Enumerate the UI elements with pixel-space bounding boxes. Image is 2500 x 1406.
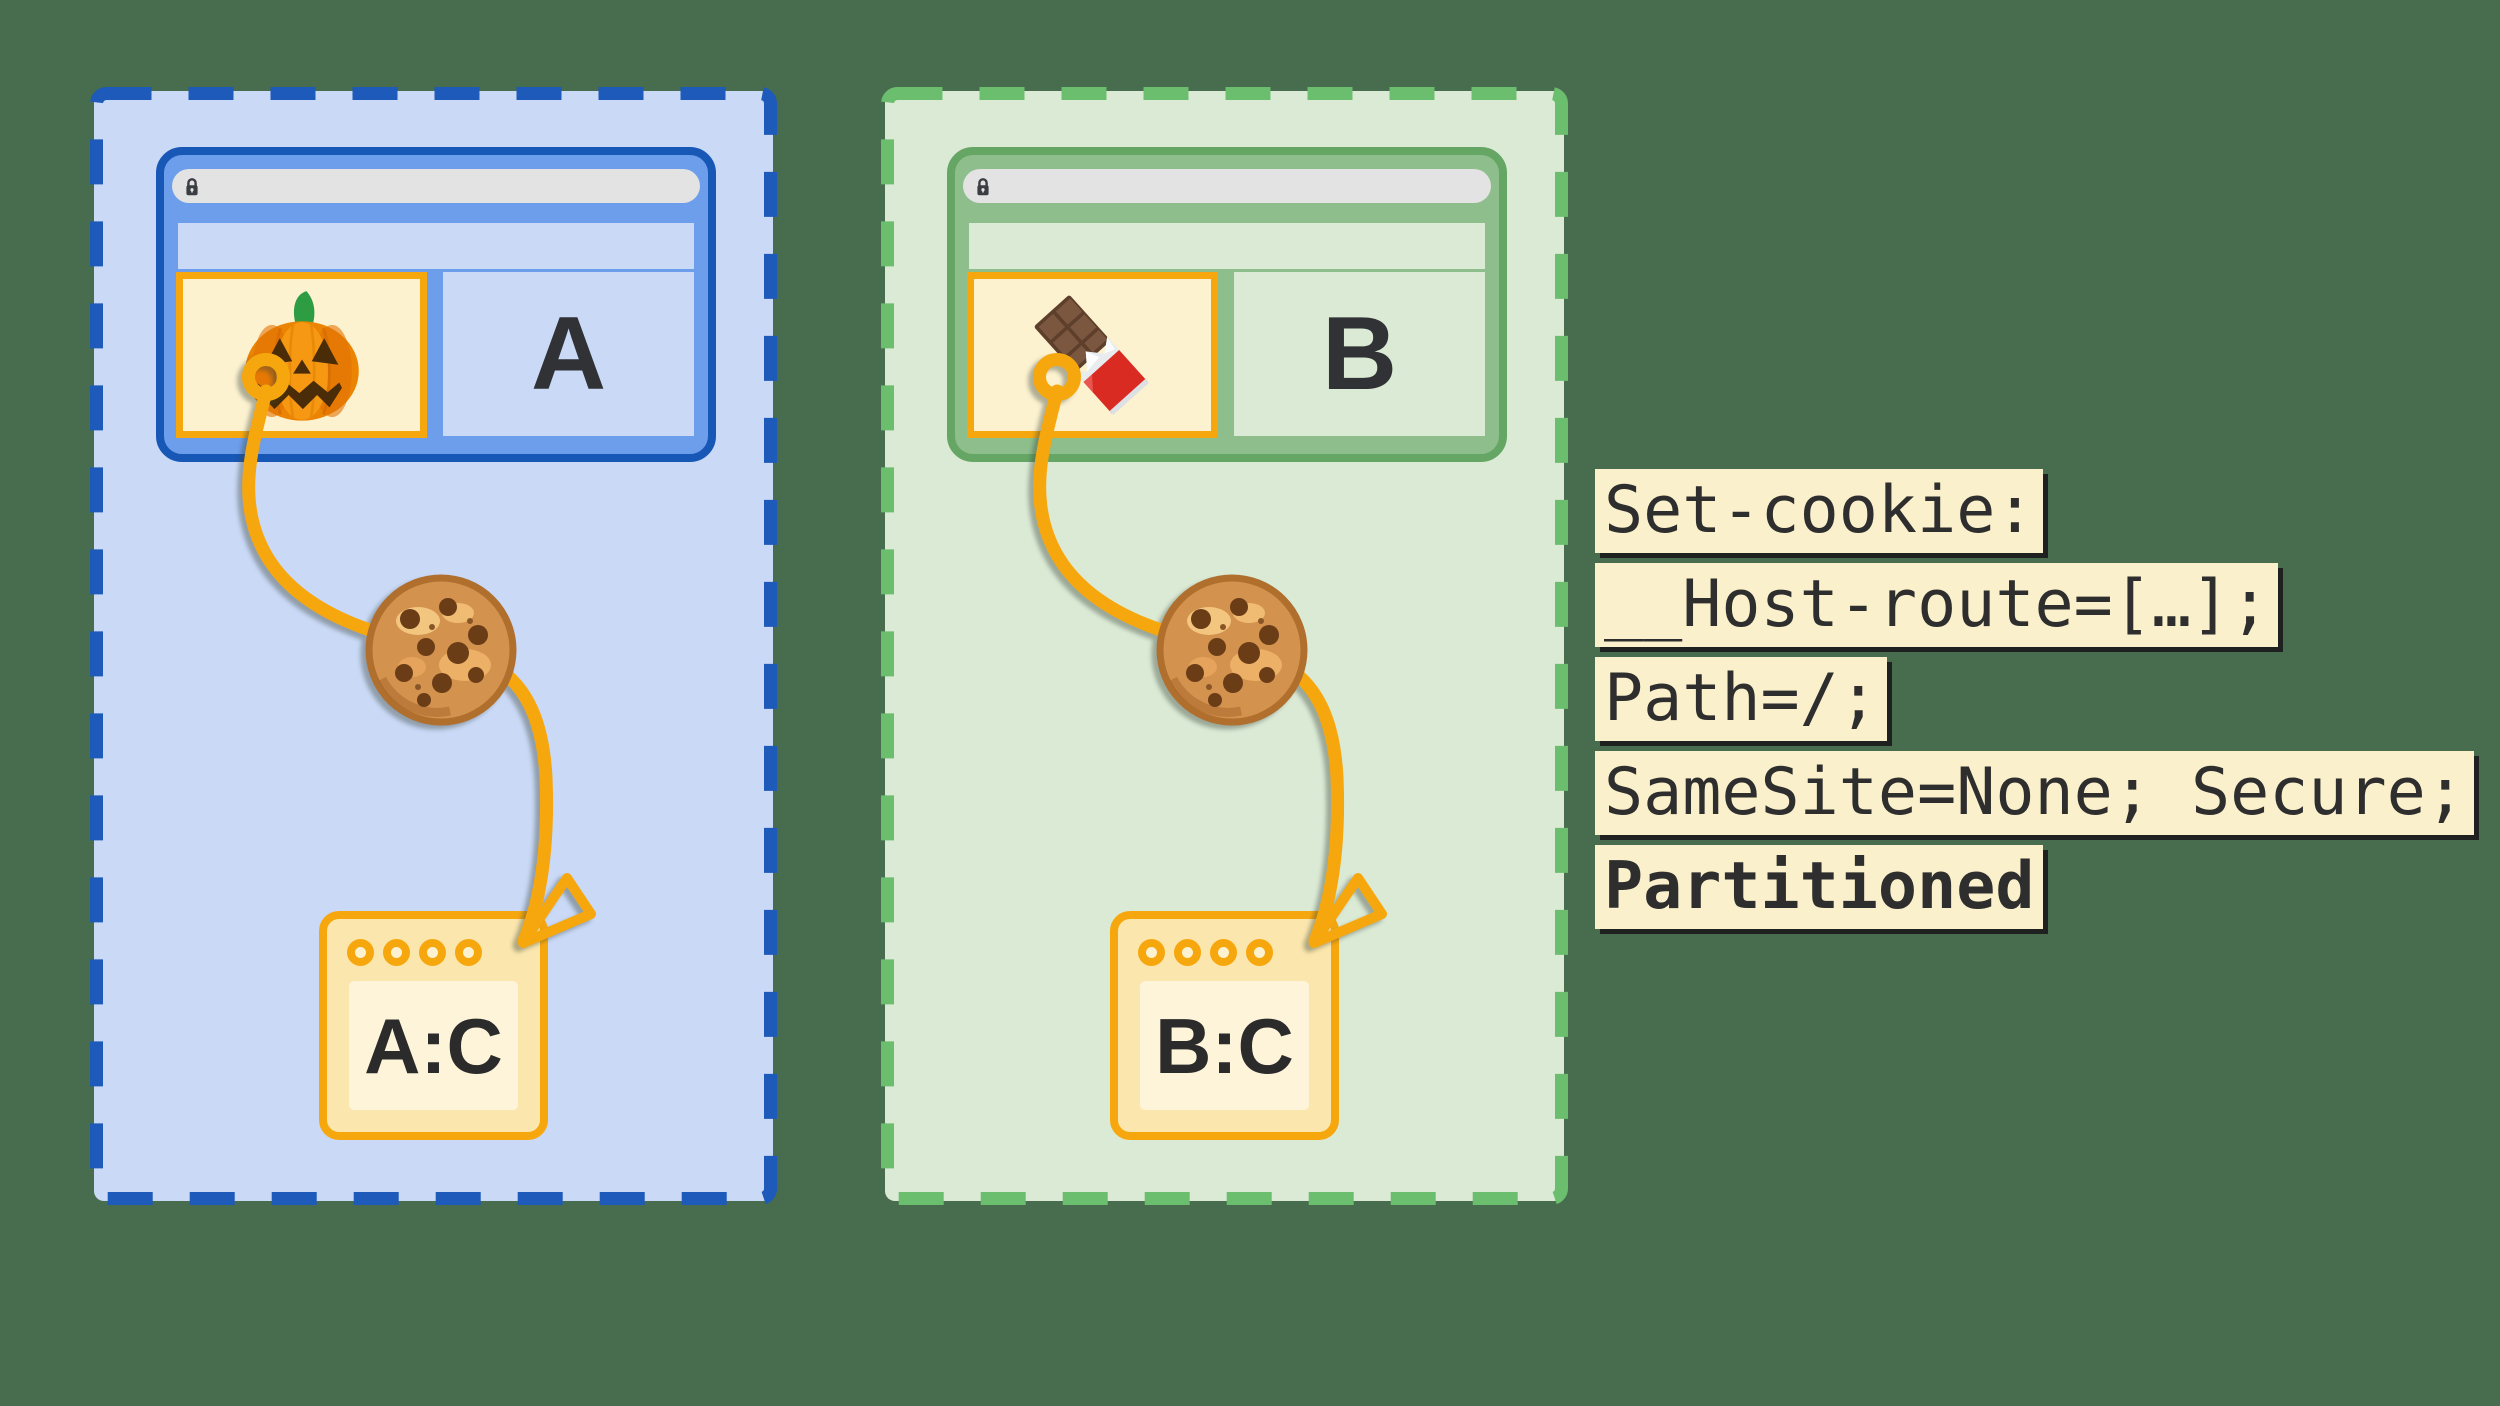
address-bar (172, 169, 700, 203)
code-line: Path=/; (1595, 657, 1887, 741)
site-letter-b: B (1321, 296, 1398, 412)
pumpkin-icon (231, 284, 373, 426)
code-line: Partitioned (1595, 845, 2044, 929)
jar-panel: A:C (349, 981, 518, 1110)
jar-dots (347, 939, 482, 966)
lock-icon (184, 176, 200, 197)
page-content-placeholder (969, 223, 1485, 269)
page-content-placeholder (178, 223, 694, 269)
jar-dot-icon (419, 939, 446, 966)
site-label-box-a: A (443, 272, 694, 436)
jar-dot-icon (1138, 939, 1165, 966)
embedded-iframe-a (176, 272, 427, 438)
lock-icon (975, 176, 991, 197)
jar-dot-icon (1246, 939, 1273, 966)
site-letter-a: A (530, 296, 607, 412)
page-body-row: B (967, 272, 1499, 438)
code-text: Path=/; (1604, 661, 1878, 736)
cookie-jar-b: B:C (1110, 911, 1339, 1140)
code-text: SameSite=None; Secure; (1604, 755, 2465, 830)
site-label-box-b: B (1234, 272, 1485, 436)
jar-panel: B:C (1140, 981, 1309, 1110)
code-text: Partitioned (1604, 849, 2035, 924)
address-bar (963, 169, 1491, 203)
partition-a-dashed-border (90, 87, 777, 1205)
code-line: Set-cookie: (1595, 469, 2044, 553)
jar-dot-icon (1210, 939, 1237, 966)
page-body-row: A (176, 272, 708, 438)
chocolate-icon (1022, 284, 1164, 426)
browser-window-a: A (156, 147, 716, 462)
cookie-jar-a: A:C (319, 911, 548, 1140)
jar-dots (1138, 939, 1273, 966)
jar-dot-icon (1174, 939, 1201, 966)
partition-site-b: B B:C (881, 87, 1568, 1205)
browser-window-b: B (947, 147, 1507, 462)
partition-site-a: A A:C (90, 87, 777, 1205)
code-text: Set-cookie: (1604, 473, 2035, 548)
set-cookie-header-snippet: Set-cookie: __Host-route=[…]; Path=/; Sa… (1595, 469, 2474, 939)
partition-key-label-a: A:C (364, 1001, 503, 1090)
partition-b-dashed-border (881, 87, 1568, 1205)
partition-key-label-b: B:C (1155, 1001, 1294, 1090)
code-line: __Host-route=[…]; (1595, 563, 2279, 647)
code-line: SameSite=None; Secure; (1595, 751, 2474, 835)
jar-dot-icon (383, 939, 410, 966)
jar-dot-icon (455, 939, 482, 966)
jar-dot-icon (347, 939, 374, 966)
embedded-iframe-b (967, 272, 1218, 438)
code-text: __Host-route=[…]; (1604, 567, 2270, 642)
